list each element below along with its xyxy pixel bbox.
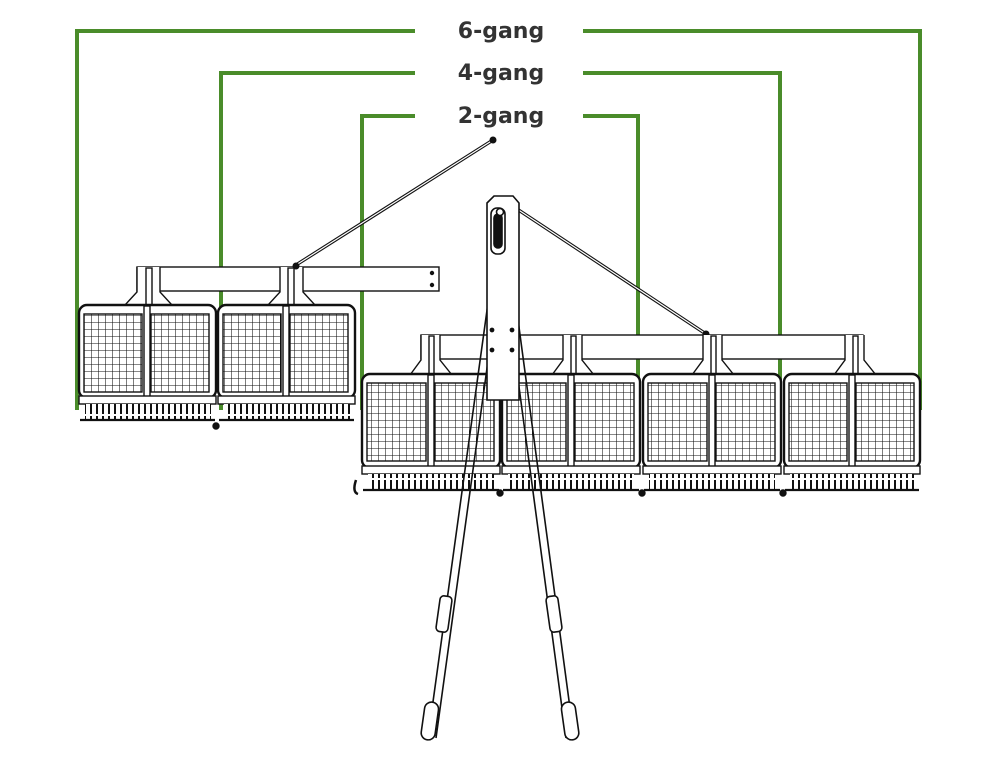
width-brackets: [75, 29, 922, 410]
main-deck-assembly: [353, 334, 922, 497]
main-cage-unit-3: [641, 372, 783, 492]
left-wing-cage-unit-2: [216, 303, 357, 422]
main-cage-unit-1: [360, 372, 502, 492]
left-wing-cage-unit-1: [77, 303, 218, 422]
bracket-6-gang-right: [583, 29, 922, 410]
label-2-gang: 2-gang: [458, 104, 544, 129]
lift-mast-assembly: [420, 195, 580, 741]
main-cage-unit-2: [500, 372, 642, 492]
bracket-2-gang-left: [360, 114, 415, 410]
label-6-gang: 6-gang: [458, 19, 544, 44]
main-cage-unit-4: [782, 372, 922, 492]
label-4-gang: 4-gang: [458, 61, 544, 86]
bracket-6-gang-left: [75, 29, 415, 410]
bracket-2-gang-right: [583, 114, 640, 410]
bracket-4-gang-left: [219, 71, 415, 410]
left-wing-assembly: [77, 266, 440, 430]
bracket-4-gang-right: [583, 71, 782, 410]
